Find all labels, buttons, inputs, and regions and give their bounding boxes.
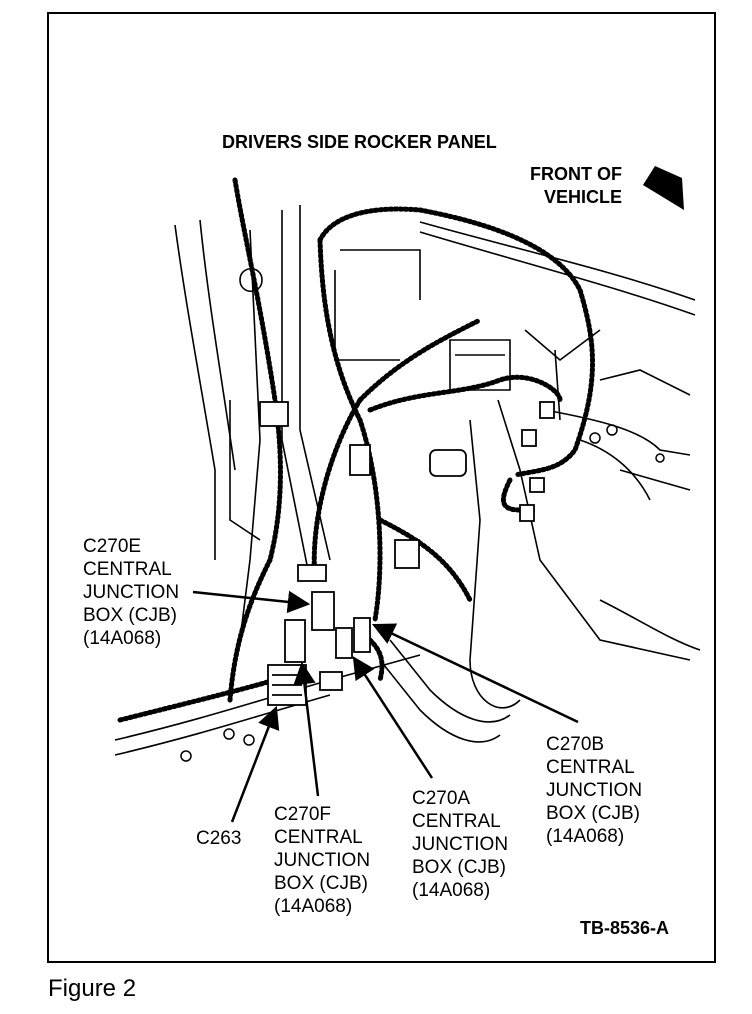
leader-arrows	[192, 590, 579, 823]
body-panel-outlines	[114, 205, 701, 756]
callout-line: C270E	[83, 536, 142, 557]
callout-line: CENTRAL	[83, 559, 172, 580]
c270a-connector	[335, 627, 353, 659]
front-label-line-2: VEHICLE	[544, 187, 623, 207]
figure-frame	[47, 12, 716, 963]
callout-line: (14A068)	[546, 826, 625, 847]
callout-line: JUNCTION	[83, 582, 180, 603]
mounting-holes	[180, 424, 665, 762]
callout-line: BOX (CJB)	[83, 605, 177, 626]
c270b-connector	[353, 617, 371, 653]
callout-line: CENTRAL	[412, 811, 501, 832]
callout-c270a: C270A CENTRAL JUNCTION BOX (CJB) (14A068…	[412, 787, 508, 902]
callout-line: JUNCTION	[412, 834, 509, 855]
callout-c270f: C270F CENTRAL JUNCTION BOX (CJB) (14A068…	[274, 803, 370, 918]
c270e-connector	[311, 591, 335, 631]
callout-line: CENTRAL	[546, 757, 635, 778]
callout-line: BOX (CJB)	[546, 803, 640, 824]
callout-line: BOX (CJB)	[274, 873, 368, 894]
callout-line: (14A068)	[274, 896, 353, 917]
front-direction-arrow-icon	[643, 166, 684, 210]
drawing-id: TB-8536-A	[580, 918, 670, 938]
callout-c270b: C270B CENTRAL JUNCTION BOX (CJB) (14A068…	[546, 733, 642, 848]
diagram-title: DRIVERS SIDE ROCKER PANEL	[222, 132, 497, 152]
figure-caption: Figure 2	[48, 975, 137, 1002]
callout-line: CENTRAL	[274, 827, 363, 848]
callout-line: (14A068)	[83, 628, 162, 649]
c270f-connector	[284, 619, 306, 663]
callout-line: BOX (CJB)	[412, 857, 506, 878]
front-of-vehicle-label: FRONT OF VEHICLE	[528, 163, 622, 209]
front-label-line-1: FRONT OF	[530, 164, 623, 184]
callout-line: (14A068)	[412, 880, 491, 901]
callout-c263: C263	[196, 828, 242, 849]
callout-line: C270F	[274, 804, 332, 825]
callout-line: JUNCTION	[274, 850, 371, 871]
callout-line: JUNCTION	[546, 780, 643, 801]
connectors	[259, 401, 555, 706]
callout-c270e: C270E CENTRAL JUNCTION BOX (CJB) (14A068…	[83, 535, 179, 650]
callout-line: C270A	[412, 788, 471, 809]
callout-line: C270B	[546, 734, 605, 755]
